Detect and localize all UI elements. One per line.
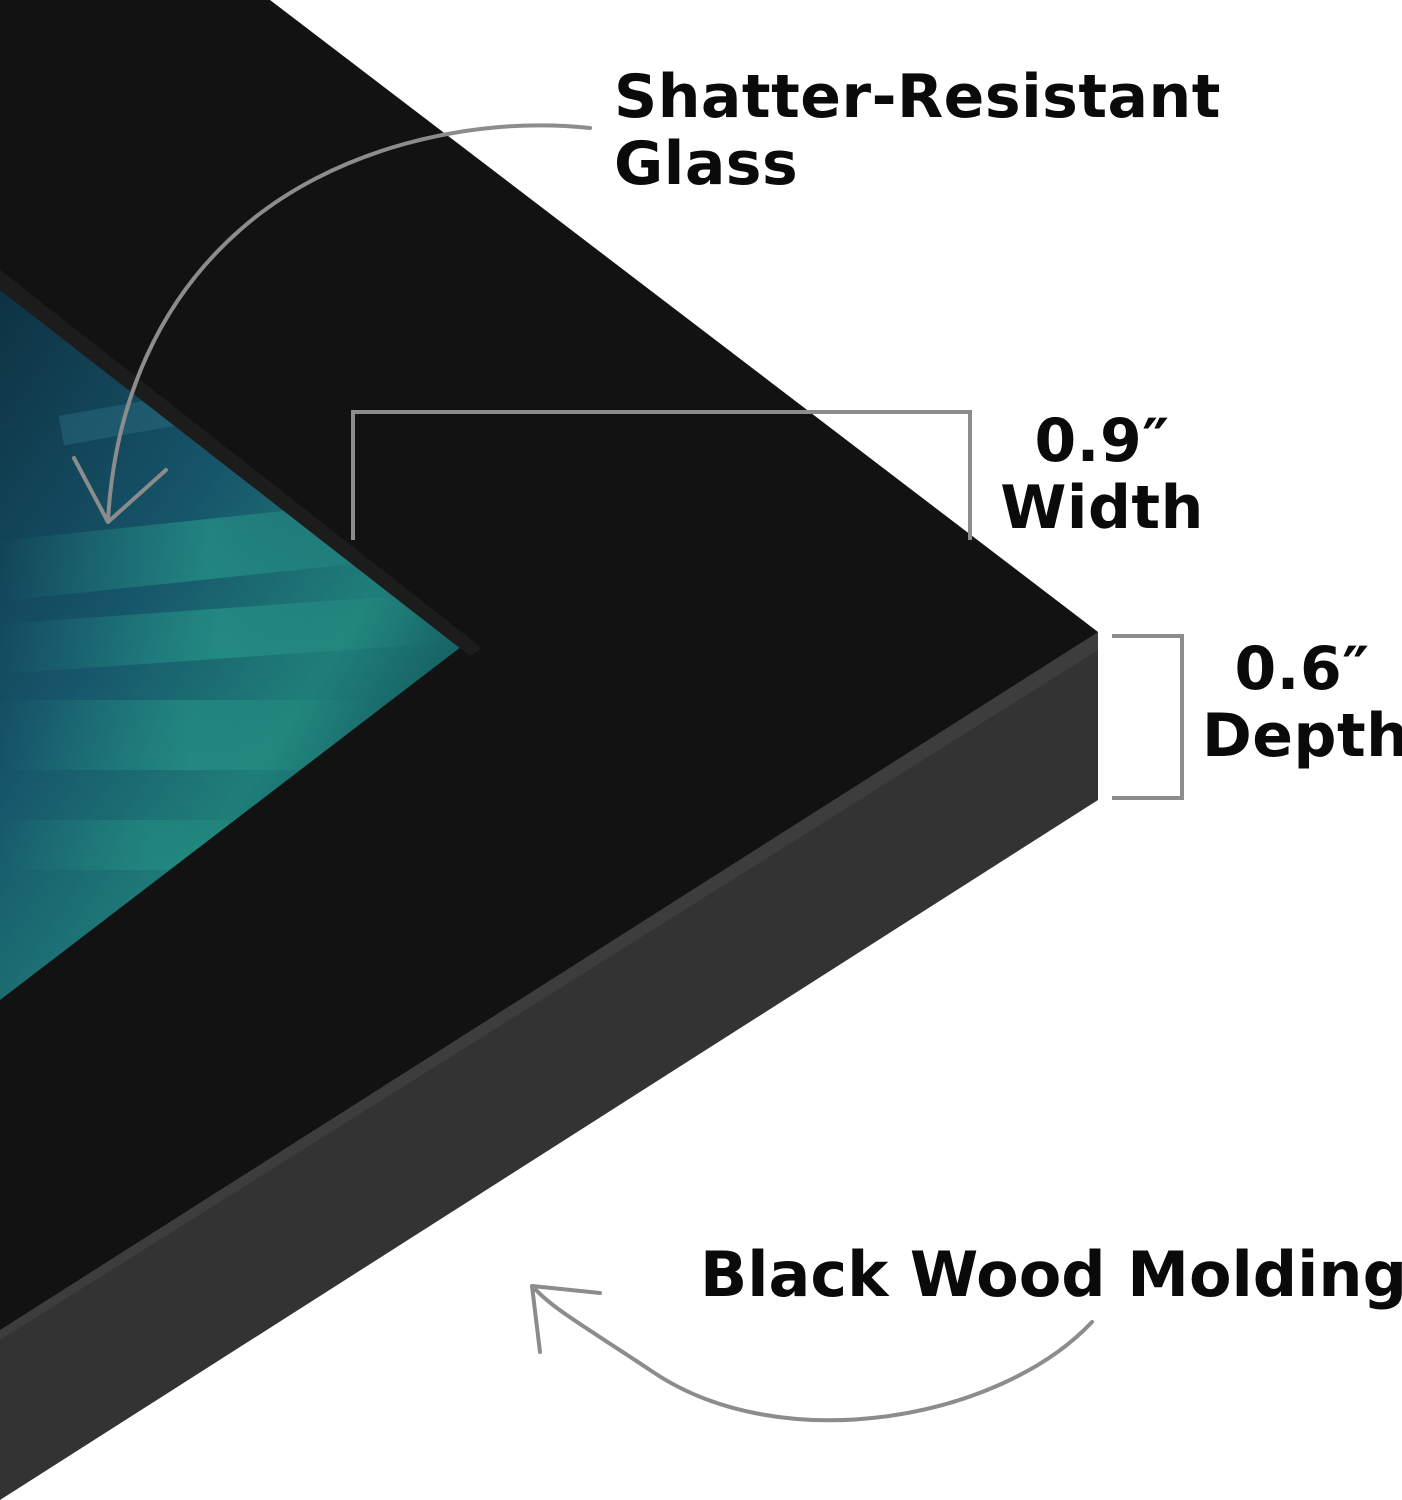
frame-side-depth (0, 632, 1098, 1500)
glass-label-line1: Shatter-Resistant (614, 62, 1221, 132)
width-bracket (351, 410, 972, 540)
width-value: 0.9″ (1034, 406, 1170, 476)
frame-side-edge (0, 632, 1098, 1340)
glass-label-line2: Glass (614, 129, 799, 200)
width-callout-label: 0.9″ Width (1000, 406, 1204, 544)
width-text: Width (1000, 473, 1204, 544)
molding-text: Black Wood Molding (700, 1238, 1402, 1311)
molding-callout-label: Black Wood Molding (700, 1238, 1402, 1311)
depth-value: 0.6″ (1234, 634, 1370, 704)
depth-callout-label: 0.6″ Depth (1202, 634, 1402, 772)
molding-callout-arrow (534, 1288, 1094, 1423)
glass-callout-label: Shatter-Resistant Glass (614, 62, 1221, 200)
frame-face (0, 0, 1098, 1330)
depth-text: Depth (1202, 701, 1402, 772)
glass-callout-arrow (106, 123, 592, 522)
glass-arrowhead (72, 456, 168, 524)
artwork-rabbet-shadow (0, 270, 482, 656)
depth-bracket (1112, 634, 1184, 800)
molding-arrowhead (530, 1284, 602, 1354)
